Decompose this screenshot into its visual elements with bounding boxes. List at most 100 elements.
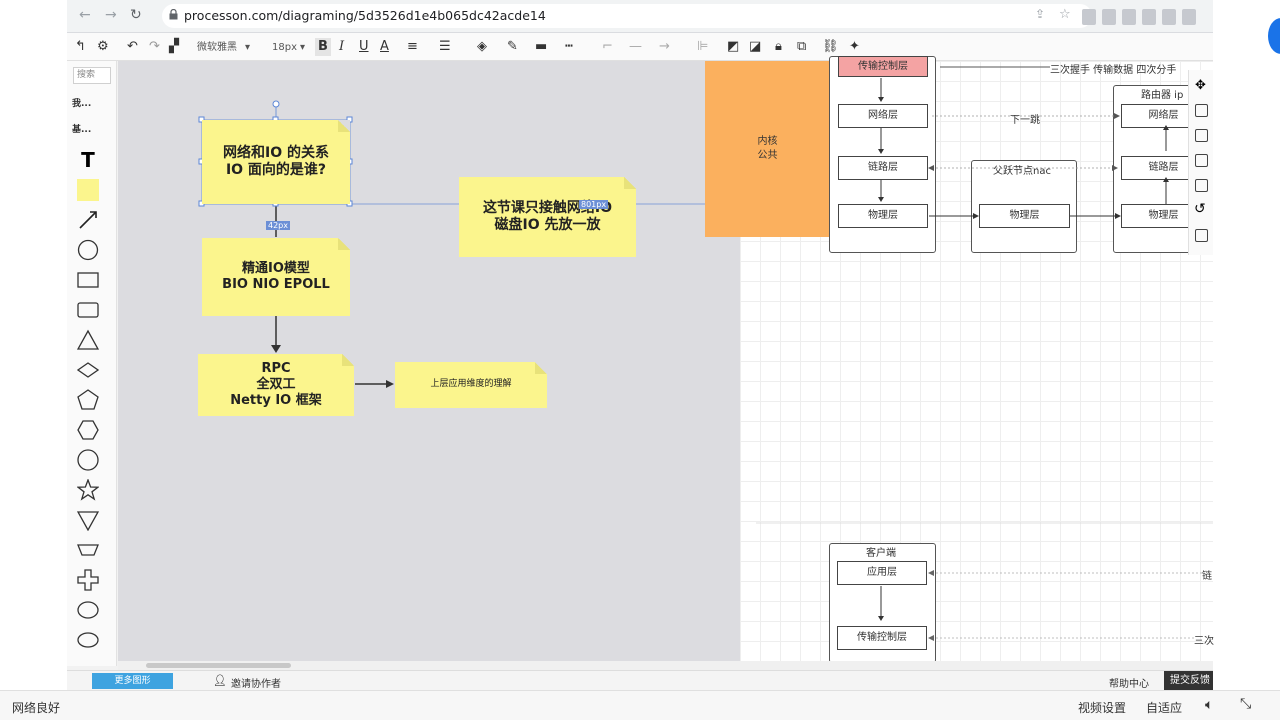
star-icon[interactable]: ☆	[1059, 7, 1071, 22]
line-spacing-icon[interactable]: ☰	[439, 39, 451, 54]
bring-front-icon[interactable]: ◩	[727, 39, 740, 54]
format-painter-icon[interactable]: ▞	[169, 39, 179, 54]
undo-icon[interactable]: ↶	[127, 39, 138, 54]
link-icon[interactable]: ⛓	[822, 39, 839, 54]
kernel-block[interactable]: 内核 公共	[705, 61, 830, 237]
switch-physical[interactable]: 物理层	[979, 204, 1070, 228]
shape-panel: 搜索 我... 基... T	[67, 61, 117, 666]
navigator-icon[interactable]: ✥	[1195, 78, 1206, 93]
extension-icon[interactable]	[1102, 9, 1116, 25]
extension-icon[interactable]	[1082, 9, 1096, 25]
fit-button[interactable]: 自适应	[1146, 701, 1183, 715]
scroll-thumb[interactable]	[146, 663, 291, 668]
lock-icon[interactable]: 🔒︎	[775, 39, 782, 54]
underline-button[interactable]: U	[359, 39, 369, 54]
sticky-note-icon[interactable]	[77, 179, 99, 201]
settings-icon[interactable]: ⚙	[97, 39, 109, 54]
triangle-icon[interactable]	[77, 329, 99, 351]
distance-label: 42px	[266, 221, 290, 230]
layer-transport[interactable]: 传输控制层	[838, 56, 928, 77]
category-mine[interactable]: 我...	[72, 99, 92, 109]
trapezoid-icon[interactable]	[77, 539, 99, 561]
octagon-icon[interactable]	[77, 449, 99, 471]
help-center-link[interactable]: 帮助中心	[1109, 679, 1149, 690]
arrow-left-icon[interactable]: ←	[79, 7, 91, 23]
data-icon[interactable]	[1195, 179, 1208, 192]
font-family-select[interactable]: 微软雅黑	[197, 42, 237, 53]
align-objects-icon[interactable]: ⊫	[697, 39, 709, 54]
cut-label: 链	[1202, 571, 1212, 582]
cut-label: 三次	[1194, 636, 1214, 647]
note-text: 这节课只接触网络IO 磁盘IO 先放一放	[482, 199, 613, 234]
line-style-icon[interactable]: ┅	[565, 39, 573, 54]
arrow-right-icon[interactable]: →	[105, 7, 117, 23]
back-icon[interactable]: ↰	[75, 39, 86, 54]
star-shape-icon[interactable]	[77, 479, 99, 501]
extension-icon[interactable]	[1142, 9, 1156, 25]
cross-icon[interactable]	[77, 569, 99, 591]
horizontal-scrollbar[interactable]	[118, 661, 1213, 670]
shape-search-input[interactable]: 搜索	[73, 67, 111, 84]
sticky-note-network-io[interactable]: 网络和IO 的关系 IO 面向的是谁?	[202, 120, 350, 204]
chevron-down-icon: ▾	[245, 42, 251, 53]
address-bar[interactable]: processon.com/diagraming/5d3526d1e4b065d…	[162, 4, 1092, 28]
extension-icon[interactable]	[1182, 9, 1196, 25]
align-icon[interactable]: ≡	[407, 39, 418, 54]
group-icon[interactable]: ⧉	[797, 39, 807, 54]
volume-icon[interactable]: 🔈︎	[1205, 697, 1214, 713]
sticky-note-network-io-only[interactable]: 这节课只接触网络IO 磁盘IO 先放一放	[459, 177, 636, 257]
exit-fullscreen-icon[interactable]: ⤡	[1240, 696, 1252, 712]
page-icon[interactable]	[1195, 129, 1208, 142]
cloud-icon[interactable]	[77, 599, 99, 621]
layer-physical[interactable]: 物理层	[838, 204, 928, 228]
arrow-line-icon[interactable]	[77, 209, 99, 231]
pentagon-icon[interactable]	[77, 389, 99, 411]
url-text: processon.com/diagraming/5d3526d1e4b065d…	[184, 8, 546, 23]
font-size-select[interactable]: 18px	[272, 42, 297, 53]
client-app-layer[interactable]: 应用层	[837, 561, 927, 585]
fill-color-icon[interactable]: ◈	[477, 39, 487, 54]
send-back-icon[interactable]: ◪	[749, 39, 762, 54]
client-transport-layer[interactable]: 传输控制层	[837, 626, 927, 650]
video-settings-button[interactable]: 视频设置	[1078, 701, 1127, 715]
layer-network[interactable]: 网络层	[838, 104, 928, 128]
line-end-icon[interactable]: →	[659, 39, 670, 54]
invite-button[interactable]: 邀请协作者	[231, 679, 281, 690]
category-basic[interactable]: 基...	[72, 125, 92, 135]
history-icon[interactable]: ↺	[1194, 201, 1206, 217]
hexagon-icon[interactable]	[77, 419, 99, 441]
reload-icon[interactable]: ↻	[130, 7, 142, 23]
magic-wand-icon[interactable]: ✦	[849, 39, 860, 54]
font-color-button[interactable]: A	[380, 39, 389, 54]
sticky-note-rpc[interactable]: RPC 全双工 Netty IO 框架	[198, 354, 354, 416]
ellipse-icon[interactable]	[77, 629, 99, 651]
layer-link[interactable]: 链路层	[838, 156, 928, 180]
format-icon[interactable]	[1195, 104, 1208, 117]
sticky-note-io-models[interactable]: 精通IO模型 BIO NIO EPOLL	[202, 238, 350, 316]
rounded-rectangle-icon[interactable]	[77, 299, 99, 321]
extension-icon[interactable]	[1162, 9, 1176, 25]
feedback-button[interactable]: 提交反馈	[1164, 671, 1213, 691]
circle-icon[interactable]	[77, 239, 99, 261]
connector-icon[interactable]: ⌐	[602, 39, 613, 54]
rectangle-icon[interactable]	[77, 269, 99, 291]
line-color-icon[interactable]: ✎	[507, 39, 518, 54]
redo-icon[interactable]: ↷	[149, 39, 160, 54]
line-start-icon[interactable]: —	[629, 39, 642, 54]
comment-icon[interactable]	[1195, 229, 1208, 242]
kernel-label: 内核 公共	[757, 136, 778, 161]
bold-button[interactable]: B	[315, 38, 331, 56]
layers-icon[interactable]	[1195, 154, 1208, 167]
line-width-icon[interactable]: ▬	[535, 39, 548, 54]
text-tool-icon[interactable]: T	[81, 148, 95, 172]
inverted-triangle-icon[interactable]	[77, 509, 99, 531]
editor-toolbar: ↰ ⚙ ↶ ↷ ▞ 微软雅黑 ▾ 18px ▾ B I U A ≡ ☰ ◈ ✎ …	[67, 33, 1213, 61]
share-icon[interactable]: ⇪	[1035, 7, 1046, 21]
italic-button[interactable]: I	[339, 39, 345, 54]
more-shapes-button[interactable]: 更多图形	[92, 673, 173, 689]
diamond-icon[interactable]	[77, 359, 99, 381]
extension-icon[interactable]	[1122, 9, 1136, 25]
sticky-note-app-layer[interactable]: 上层应用维度的理解	[395, 362, 547, 408]
lock-icon	[169, 9, 178, 20]
floating-assistant-icon[interactable]	[1268, 18, 1280, 54]
